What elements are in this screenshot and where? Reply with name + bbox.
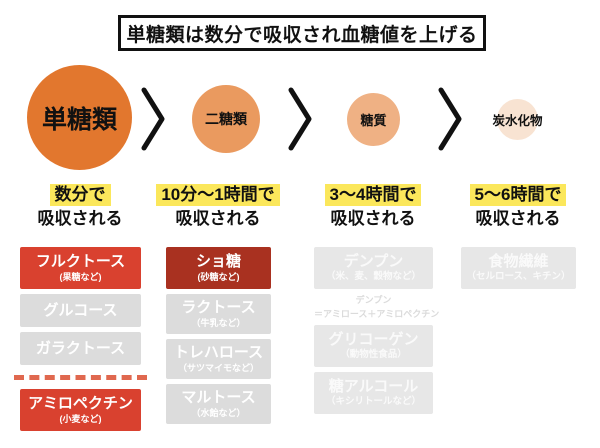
- list-item: ショ糖 (砂糖など): [166, 247, 271, 289]
- list-saccharide: デンプン （米、麦、穀物など） デンプン ＝アミロース＋アミロペクチン グリコー…: [314, 247, 440, 419]
- item-sublabel: （牛乳など）: [191, 317, 246, 328]
- list-item: 糖アルコール （キシリトールなど）: [314, 372, 433, 414]
- item-sublabel: (小麦など): [59, 413, 102, 424]
- chevron-right-icon: [288, 87, 312, 151]
- item-sublabel: （キシリトールなど）: [325, 396, 421, 408]
- item-label: グルコース: [43, 301, 118, 319]
- list-carbohydrate: 食物繊維 （セルロース、キチン）: [461, 247, 576, 294]
- circle-carbohydrate-label: 炭水化物: [492, 114, 543, 128]
- circle-disaccharide: 二糖類: [192, 85, 260, 153]
- list-item: トレハロース （サツマイモなど）: [166, 339, 271, 379]
- item-label: 食物繊維: [488, 253, 549, 271]
- time-line2: 吸収される: [37, 209, 123, 229]
- item-label: ショ糖: [195, 253, 241, 271]
- item-sublabel: （水飴など）: [191, 407, 246, 418]
- chevron-right-icon: [438, 87, 462, 151]
- time-label-disaccharide: 10分〜1時間で 吸収される: [153, 184, 283, 230]
- starch-note-line1: デンプン: [355, 295, 392, 305]
- item-label: トレハロース: [173, 344, 264, 362]
- time-highlight: 数分で: [49, 184, 111, 207]
- chevron-right-icon: [141, 87, 165, 151]
- list-item: アミロペクチン (小麦など): [20, 389, 141, 431]
- circle-carbohydrate: 炭水化物: [493, 99, 543, 140]
- list-item: フルクトース (果糖など): [20, 247, 141, 289]
- item-sublabel: （米、麦、穀物など）: [325, 271, 421, 283]
- circle-monosaccharide: 単糖類: [27, 65, 132, 170]
- time-label-carbohydrate: 5〜6時間で 吸収される: [453, 184, 583, 230]
- circle-saccharide-label: 糖質: [360, 113, 387, 128]
- circle-saccharide: 糖質: [347, 93, 400, 146]
- starch-note: デンプン ＝アミロース＋アミロペクチン: [314, 294, 440, 321]
- item-label: フルクトース: [35, 253, 126, 271]
- time-line2: 吸収される: [175, 209, 261, 229]
- item-label: アミロペクチン: [28, 395, 133, 413]
- dashed-divider: [14, 375, 147, 380]
- list-monosaccharide: フルクトース (果糖など) グルコース ガラクトース アミロペクチン (小麦など…: [14, 247, 147, 436]
- time-highlight: 5〜6時間で: [469, 184, 567, 207]
- starch-note-line2: ＝アミロース＋アミロペクチン: [314, 308, 440, 319]
- time-highlight: 3〜4時間で: [324, 184, 422, 207]
- time-line2: 吸収される: [330, 209, 416, 229]
- title-text: 単糖類は数分で吸収され血糖値を上げる: [126, 24, 478, 46]
- circle-monosaccharide-label: 単糖類: [41, 105, 117, 134]
- list-item: グルコース: [20, 294, 141, 327]
- item-sublabel: (砂糖など): [197, 271, 240, 282]
- list-item: ガラクトース: [20, 332, 141, 365]
- item-sublabel: （セルロース、キチン）: [466, 271, 571, 283]
- item-label: ラクトース: [181, 299, 256, 317]
- list-item: デンプン （米、麦、穀物など）: [314, 247, 433, 289]
- circle-disaccharide-label: 二糖類: [205, 111, 247, 127]
- list-disaccharide: ショ糖 (砂糖など) ラクトース （牛乳など） トレハロース （サツマイモなど）…: [166, 247, 271, 429]
- list-item: ラクトース （牛乳など）: [166, 294, 271, 334]
- item-label: 糖アルコール: [328, 378, 419, 396]
- item-label: グリコーゲン: [328, 331, 419, 349]
- item-sublabel: （動物性食品）: [340, 349, 407, 361]
- time-label-monosaccharide: 数分で 吸収される: [10, 184, 150, 230]
- list-item: マルトース （水飴など）: [166, 384, 271, 424]
- item-sublabel: （サツマイモなど）: [177, 362, 259, 373]
- title-banner: 単糖類は数分で吸収され血糖値を上げる: [118, 15, 486, 51]
- item-label: デンプン: [343, 253, 404, 271]
- time-label-saccharide: 3〜4時間で 吸収される: [308, 184, 438, 230]
- time-line2: 吸収される: [475, 209, 561, 229]
- list-item: 食物繊維 （セルロース、キチン）: [461, 247, 576, 289]
- item-label: マルトース: [181, 389, 256, 407]
- item-label: ガラクトース: [35, 339, 126, 357]
- list-item: グリコーゲン （動物性食品）: [314, 325, 433, 367]
- time-highlight: 10分〜1時間で: [156, 184, 280, 207]
- item-sublabel: (果糖など): [59, 271, 102, 282]
